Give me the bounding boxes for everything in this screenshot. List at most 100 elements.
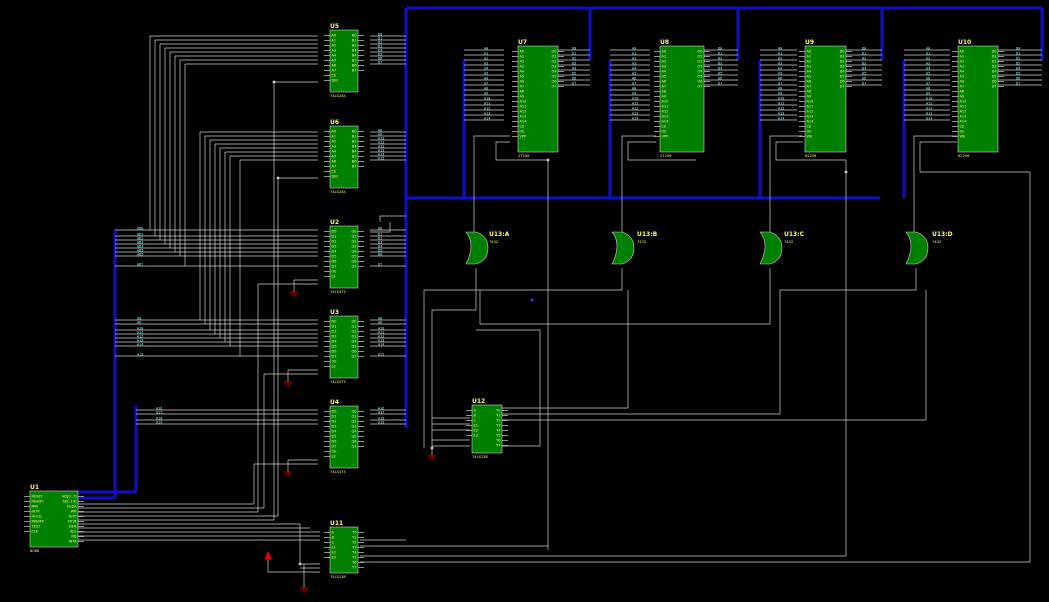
or-gates: U13:A 7432 U13:B 7432 U13:C 7432 U13:D 7… bbox=[465, 231, 953, 265]
pin-name: A2 bbox=[662, 60, 667, 64]
net-label: A6 bbox=[778, 77, 782, 81]
net-label: D7 bbox=[1016, 82, 1020, 86]
pin-name: O4 bbox=[698, 70, 704, 74]
pin-name: A5 bbox=[960, 75, 965, 79]
pin-name: D0 bbox=[840, 50, 845, 54]
net-label: D0 bbox=[862, 47, 866, 51]
net-label: A11 bbox=[378, 331, 384, 335]
pin-name: Y0 bbox=[496, 409, 500, 413]
chip-ref: U12 bbox=[472, 398, 485, 405]
pin-name: A6 bbox=[960, 80, 965, 84]
net-label: A10 bbox=[137, 327, 143, 331]
chip-ref: U1 bbox=[30, 484, 39, 491]
pin-name: CE bbox=[662, 125, 667, 129]
pin-name: A3 bbox=[960, 65, 965, 69]
pin-name: D3 bbox=[992, 65, 997, 69]
pin-name: A14 bbox=[520, 120, 528, 124]
chip-u6: U674LS245A0A1A2A3A4A5A6A7CEDIRB0B1B2B3B4… bbox=[324, 119, 364, 194]
net-label: A10 bbox=[378, 137, 384, 141]
net-label: A15 bbox=[137, 353, 143, 357]
chip-type: 74LS373 bbox=[330, 470, 346, 474]
net-label: A7 bbox=[484, 82, 488, 86]
pin-name: OE bbox=[960, 130, 965, 134]
chip-body bbox=[804, 45, 847, 153]
pin-name: A5 bbox=[332, 59, 337, 63]
pin-name: D6 bbox=[332, 440, 337, 444]
pin-name: Y5 bbox=[352, 556, 356, 560]
pin-name: CE bbox=[960, 125, 965, 129]
net-label: A8 bbox=[778, 87, 782, 91]
pin-name: Q4 bbox=[352, 340, 358, 344]
pin-name: C bbox=[332, 541, 335, 545]
net-label: A13 bbox=[484, 112, 490, 116]
chip-u1: U18088RESETREADYNMIINTRHOLDMN/MXTESTCLKA… bbox=[24, 484, 84, 553]
net-label: A11 bbox=[778, 102, 784, 106]
pin-name: A2 bbox=[520, 60, 525, 64]
net-label: A9 bbox=[926, 92, 930, 96]
pin-name: A3 bbox=[662, 65, 667, 69]
net-label: D5 bbox=[1016, 72, 1020, 76]
chip-u8: U827256A0A1A2A3A4A5A6A7A8A9A10A11A12A13A… bbox=[654, 39, 710, 158]
pin-name: DEN bbox=[69, 525, 77, 529]
chip-type: 27256 bbox=[660, 154, 672, 158]
chip-body bbox=[329, 526, 359, 574]
pin-name: B3 bbox=[352, 145, 357, 149]
pin-name: OE bbox=[332, 270, 337, 274]
pin-name: MN/MX bbox=[32, 520, 45, 524]
pin-name: A0 bbox=[332, 130, 337, 134]
pin-name: A6 bbox=[520, 80, 525, 84]
net-label: A17 bbox=[156, 411, 162, 415]
pin-name: A1 bbox=[332, 135, 337, 139]
net-label: A0 bbox=[926, 47, 930, 51]
pin-name: LE bbox=[332, 455, 336, 459]
pin-name: D2 bbox=[992, 60, 997, 64]
net-label: A2 bbox=[926, 57, 930, 61]
pin-name: Q7 bbox=[352, 355, 357, 359]
pin-name: Q2 bbox=[352, 420, 357, 424]
pin-name: A0 bbox=[332, 34, 337, 38]
net-label: D4 bbox=[378, 49, 382, 53]
net-label: D1 bbox=[718, 52, 722, 56]
chip-body bbox=[329, 315, 359, 379]
chip-type: 74LS245 bbox=[330, 190, 346, 194]
pin-name: A1 bbox=[807, 55, 812, 59]
net-label: D7 bbox=[378, 61, 382, 65]
pin-name: OE bbox=[520, 130, 525, 134]
net-label: D3 bbox=[572, 62, 576, 66]
pin-name: A6 bbox=[662, 80, 667, 84]
net-label: A2 bbox=[778, 57, 782, 61]
net-label: A15 bbox=[378, 157, 384, 161]
pin-name: WE bbox=[807, 135, 813, 139]
pin-name: Q6 bbox=[352, 260, 357, 264]
net-label: A6 bbox=[484, 77, 488, 81]
pin-name: B1 bbox=[352, 39, 357, 43]
net-label: A1 bbox=[926, 52, 930, 56]
pin-name: WR bbox=[71, 510, 77, 514]
chip-body bbox=[957, 45, 999, 153]
pin-name: A7 bbox=[332, 165, 337, 169]
pin-name: E1 bbox=[474, 424, 478, 428]
chip-u9: U962256A0A1A2A3A4A5A6A7A8A9A10A11A12A13A… bbox=[799, 39, 852, 158]
pin-name: O1 bbox=[552, 55, 557, 59]
chip-type: 8088 bbox=[30, 549, 40, 553]
net-label: A9 bbox=[137, 321, 141, 325]
pin-name: B1 bbox=[352, 135, 357, 139]
net-label: AD7 bbox=[137, 263, 143, 267]
pin-name: D1 bbox=[332, 235, 337, 239]
net-label: A19 bbox=[156, 421, 162, 425]
pin-name: Y1 bbox=[496, 414, 500, 418]
pin-name: D7 bbox=[992, 85, 997, 89]
net-label: A1 bbox=[632, 52, 636, 56]
pin-name: B0 bbox=[352, 130, 357, 134]
pin-name: D5 bbox=[992, 75, 997, 79]
net-label: A19 bbox=[378, 421, 384, 425]
pin-name: A2 bbox=[807, 60, 812, 64]
net-label: A12 bbox=[778, 107, 784, 111]
net-label: A11 bbox=[484, 102, 490, 106]
pin-name: A8 bbox=[807, 90, 812, 94]
net-label: AD2 bbox=[137, 237, 143, 241]
net-label: D5 bbox=[378, 249, 382, 253]
pin-name: AD[0..7] bbox=[62, 495, 77, 499]
net-label: A3 bbox=[484, 62, 488, 66]
